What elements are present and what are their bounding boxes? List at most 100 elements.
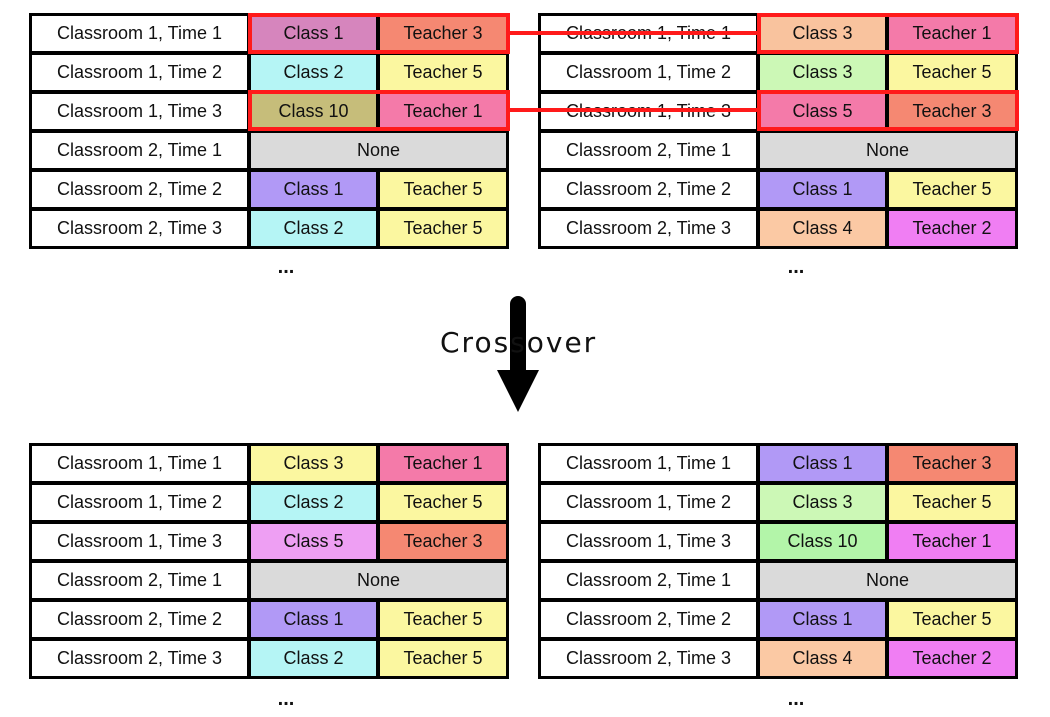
teacher-cell: Teacher 5	[380, 485, 506, 520]
slot-label: Classroom 2, Time 2	[32, 172, 247, 207]
class-cell: Class 2	[251, 485, 376, 520]
slot-label: Classroom 1, Time 3	[541, 524, 756, 559]
slot-label: Classroom 2, Time 1	[541, 133, 756, 168]
slot-label: Classroom 1, Time 1	[32, 446, 247, 481]
class-cell: Class 3	[760, 55, 885, 90]
teacher-cell: Teacher 5	[380, 211, 506, 246]
class-cell: Class 2	[251, 55, 376, 90]
teacher-cell: Teacher 5	[889, 485, 1015, 520]
class-cell: Class 10	[251, 94, 376, 129]
class-cell: Class 10	[760, 524, 885, 559]
class-cell: Class 3	[251, 446, 376, 481]
class-cell: Class 3	[760, 16, 885, 51]
teacher-cell: Teacher 5	[889, 172, 1015, 207]
slot-label: Classroom 2, Time 3	[541, 211, 756, 246]
class-cell: Class 5	[760, 94, 885, 129]
highlight-parent-2-row-1	[757, 13, 1019, 54]
ellipsis-child-2: ...	[787, 688, 805, 710]
slot-label: Classroom 1, Time 2	[541, 485, 756, 520]
crossover-connector-row-3	[510, 108, 757, 112]
teacher-cell: Teacher 1	[380, 446, 506, 481]
crossover-label: Crossover	[440, 326, 598, 359]
class-cell: Class 2	[251, 641, 376, 676]
empty-slot-cell: None	[760, 563, 1015, 598]
slot-label: Classroom 1, Time 1	[32, 16, 247, 51]
teacher-cell: Teacher 1	[380, 94, 506, 129]
highlight-parent-2-row-3	[757, 90, 1019, 131]
empty-slot-cell: None	[251, 563, 506, 598]
class-cell: Class 2	[251, 211, 376, 246]
class-cell: Class 4	[760, 211, 885, 246]
ellipsis-child-1: ...	[277, 688, 295, 710]
class-cell: Class 1	[760, 446, 885, 481]
class-cell: Class 1	[251, 602, 376, 637]
slot-label: Classroom 1, Time 3	[32, 94, 247, 129]
empty-slot-cell: None	[760, 133, 1015, 168]
slot-label: Classroom 2, Time 2	[541, 172, 756, 207]
down-arrow-shaft	[510, 296, 526, 372]
slot-label: Classroom 2, Time 1	[541, 563, 756, 598]
teacher-cell: Teacher 5	[380, 172, 506, 207]
slot-label: Classroom 2, Time 2	[32, 602, 247, 637]
highlight-parent-1-row-1	[248, 13, 510, 54]
ellipsis-parent-2: ...	[787, 256, 805, 278]
slot-label: Classroom 2, Time 3	[32, 211, 247, 246]
teacher-cell: Teacher 5	[380, 55, 506, 90]
slot-label: Classroom 1, Time 2	[32, 55, 247, 90]
slot-label: Classroom 2, Time 2	[541, 602, 756, 637]
down-arrow-icon	[497, 370, 539, 412]
slot-label: Classroom 2, Time 1	[32, 563, 247, 598]
slot-label: Classroom 1, Time 1	[541, 446, 756, 481]
teacher-cell: Teacher 2	[889, 211, 1015, 246]
class-cell: Class 4	[760, 641, 885, 676]
teacher-cell: Teacher 2	[889, 641, 1015, 676]
teacher-cell: Teacher 5	[380, 641, 506, 676]
teacher-cell: Teacher 3	[380, 16, 506, 51]
slot-label: Classroom 1, Time 2	[32, 485, 247, 520]
teacher-cell: Teacher 1	[889, 16, 1015, 51]
teacher-cell: Teacher 3	[889, 94, 1015, 129]
teacher-cell: Teacher 5	[889, 55, 1015, 90]
teacher-cell: Teacher 3	[889, 446, 1015, 481]
class-cell: Class 3	[760, 485, 885, 520]
slot-label: Classroom 2, Time 3	[32, 641, 247, 676]
class-cell: Class 1	[251, 16, 376, 51]
empty-slot-cell: None	[251, 133, 506, 168]
teacher-cell: Teacher 3	[380, 524, 506, 559]
class-cell: Class 1	[760, 172, 885, 207]
slot-label: Classroom 2, Time 3	[541, 641, 756, 676]
highlight-parent-1-row-3	[248, 90, 510, 131]
class-cell: Class 1	[251, 172, 376, 207]
class-cell: Class 1	[760, 602, 885, 637]
teacher-cell: Teacher 5	[889, 602, 1015, 637]
teacher-cell: Teacher 5	[380, 602, 506, 637]
slot-label: Classroom 1, Time 3	[32, 524, 247, 559]
crossover-connector-row-1	[510, 31, 757, 35]
ellipsis-parent-1: ...	[277, 256, 295, 278]
